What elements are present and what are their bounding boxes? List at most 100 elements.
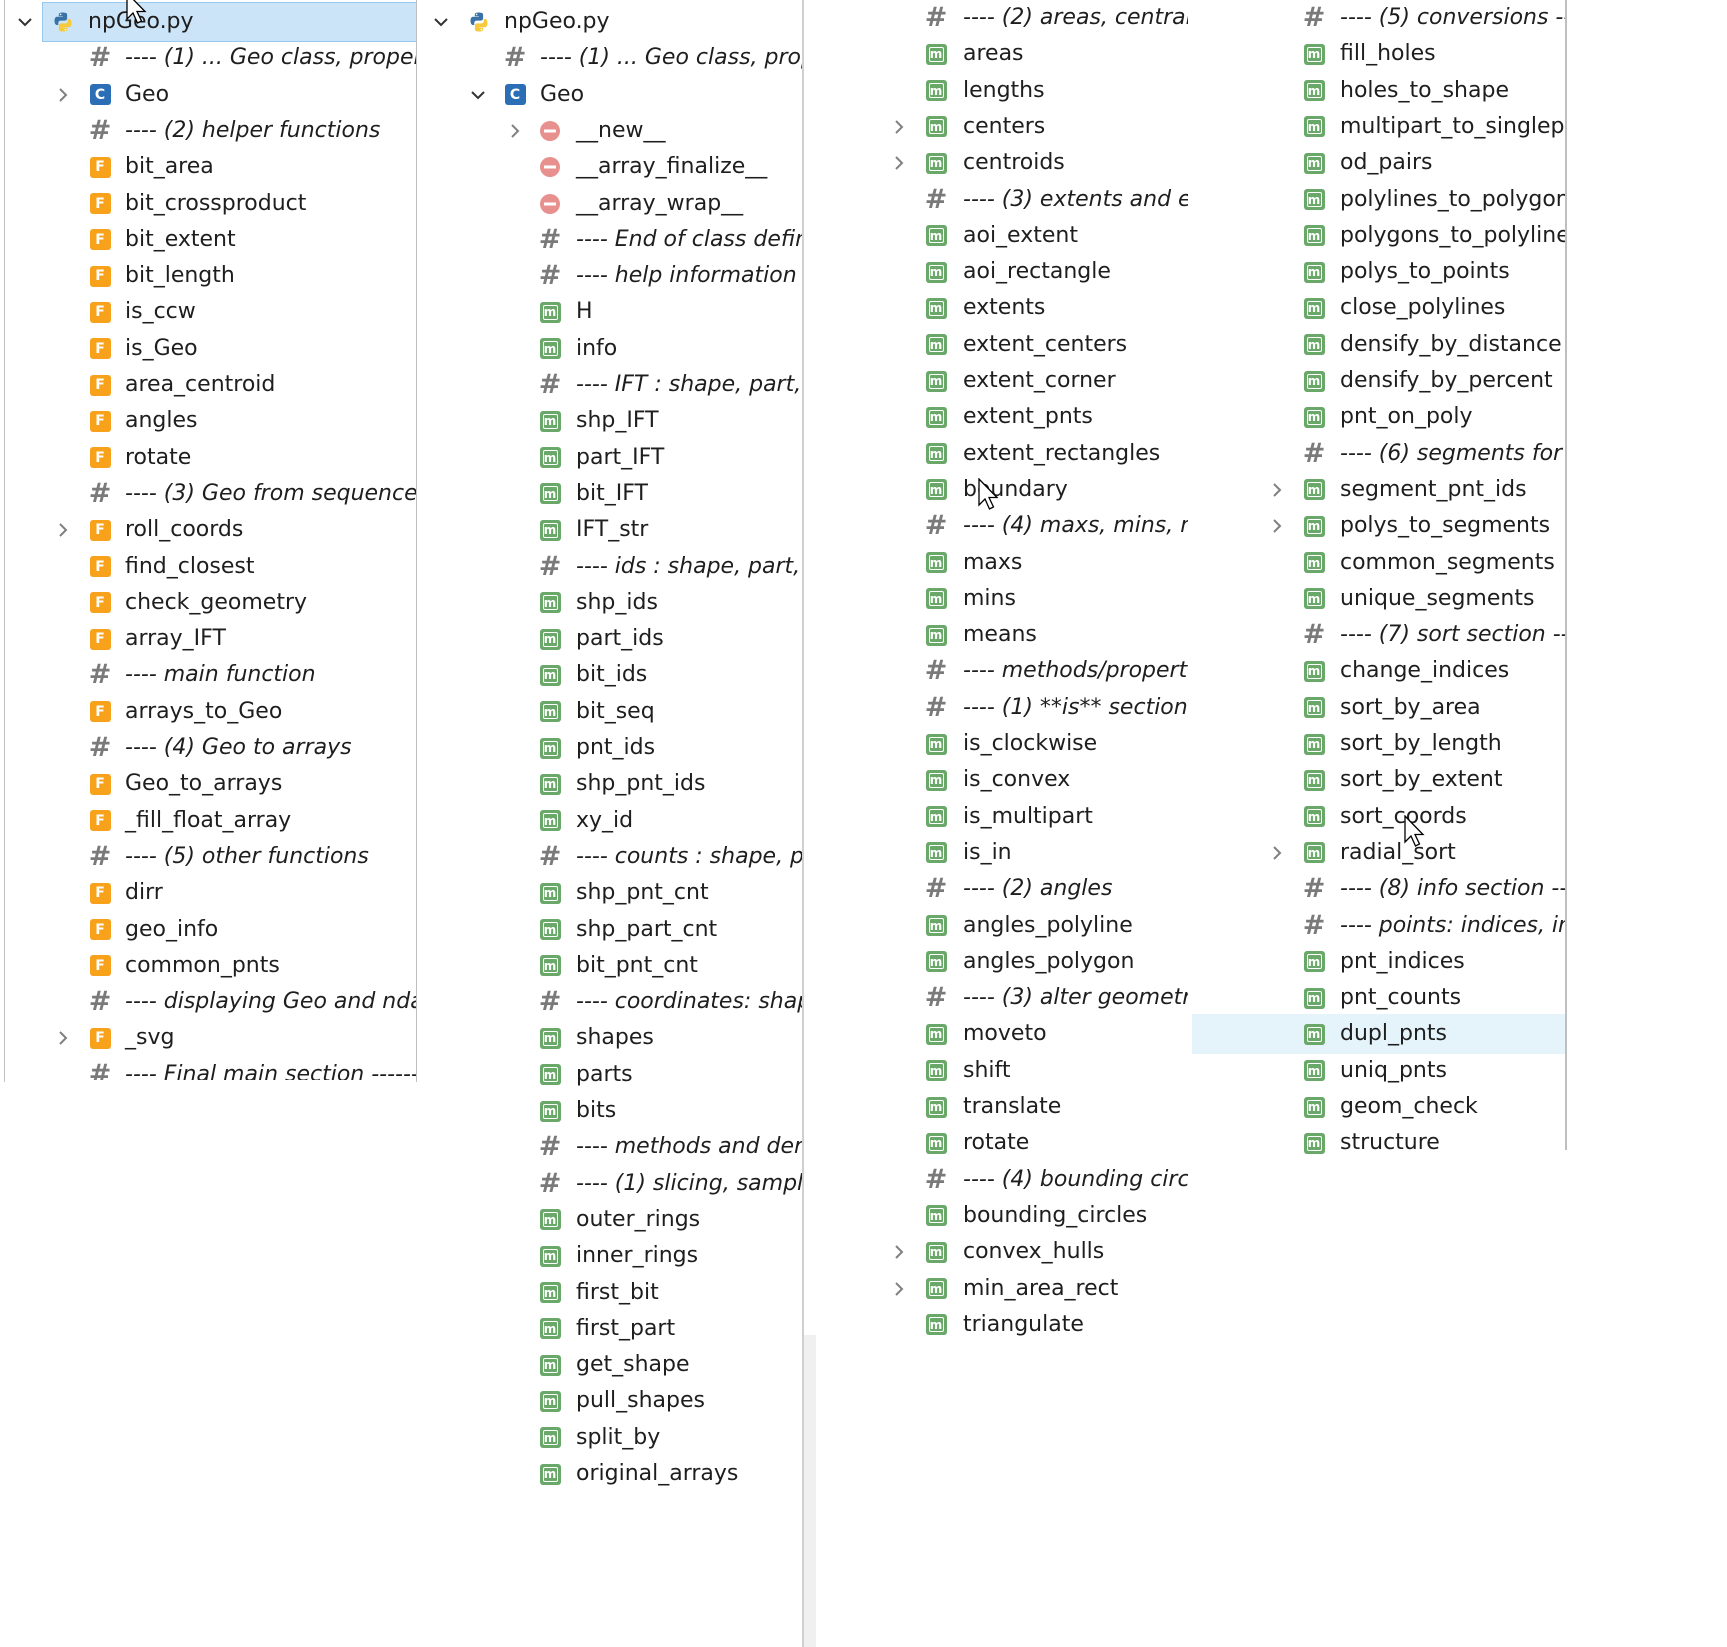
section-comment-main-function[interactable]: #---- main function xyxy=(2,655,417,695)
section-comment-displaying-geo-and-ndarrays[interactable]: #---- displaying Geo and ndarrays xyxy=(2,982,417,1022)
tree-item-array-wrap[interactable]: __array_wrap__ xyxy=(420,184,804,224)
section-comment-7-sort-section[interactable]: #---- (7) sort section ------- xyxy=(1192,615,1566,655)
chevron-down-icon[interactable] xyxy=(467,84,489,106)
section-comment-1-is-section-condition[interactable]: #---- (1) **is** section, condition xyxy=(804,688,1188,728)
section-comment-2-angles[interactable]: #---- (2) angles xyxy=(804,869,1188,909)
chevron-right-icon[interactable] xyxy=(52,519,74,541)
chevron-down-icon[interactable] xyxy=(14,11,36,33)
section-comment-ift-shape-part-bit[interactable]: #---- IFT : shape, part, bit xyxy=(420,365,804,405)
section-comment-help-information[interactable]: #---- help information xyxy=(420,256,804,296)
section-comment-4-bounding-circle-hulls[interactable]: #---- (4) bounding circle, hulls xyxy=(804,1160,1188,1200)
chevron-right-icon[interactable] xyxy=(888,1241,910,1263)
section-comment-1-slicing-sampling[interactable]: #---- (1) slicing, sampling xyxy=(420,1164,804,1204)
section-comment-3-alter-geometry[interactable]: #---- (3) alter geometry xyxy=(804,978,1188,1018)
section-comment-counts-shape-part-bit[interactable]: #---- counts : shape, part, bit xyxy=(420,837,804,877)
section-comment-3-extents-and-extent-shapes[interactable]: #---- (3) extents and extent shapes xyxy=(804,180,1188,220)
section-comment-1-geo-class-properties[interactable]: #---- (1) ... Geo class, properties xyxy=(420,38,804,78)
section-comment-4-geo-to-arrays[interactable]: #---- (4) Geo to arrays xyxy=(2,728,417,768)
tree-item-npgeo-py[interactable]: npGeo.py xyxy=(420,2,804,42)
section-comment-final-main-section[interactable]: #---- Final main section --------------- xyxy=(2,1055,417,1080)
tree-item-array-finalize[interactable]: __array_finalize__ xyxy=(420,147,804,187)
section-comment-methods-and-derived[interactable]: #---- methods and derived xyxy=(420,1127,804,1167)
section-comment-2-areas-centrality[interactable]: #---- (2) areas, centrality xyxy=(804,0,1188,38)
tree-item-fill-float-array[interactable]: F_fill_float_array xyxy=(2,801,417,841)
section-comment-6-segments-for-poly[interactable]: #---- (6) segments for poly xyxy=(1192,434,1566,474)
section-comment-3-geo-from-sequences[interactable]: #---- (3) Geo from sequences xyxy=(2,474,417,514)
section-comment-1-geo-class-properties-and-methods[interactable]: #---- (1) ... Geo class, properties and … xyxy=(2,38,417,78)
section-comment-coordinates-shape-part[interactable]: #---- coordinates: shape, part xyxy=(420,982,804,1022)
section-comment-end-of-class-definition[interactable]: #---- End of class definition xyxy=(420,220,804,260)
chevron-right-icon[interactable] xyxy=(52,84,74,106)
chevron-right-icon[interactable] xyxy=(1266,515,1288,537)
tree-item-npgeo-py[interactable]: npGeo.py xyxy=(18,2,417,42)
section-comment-8-info-section[interactable]: #---- (8) info section ------- xyxy=(1192,869,1566,909)
section-comment-ids-shape-part-bit[interactable]: #---- ids : shape, part, bit xyxy=(420,547,804,587)
chevron-right-icon[interactable] xyxy=(888,116,910,138)
